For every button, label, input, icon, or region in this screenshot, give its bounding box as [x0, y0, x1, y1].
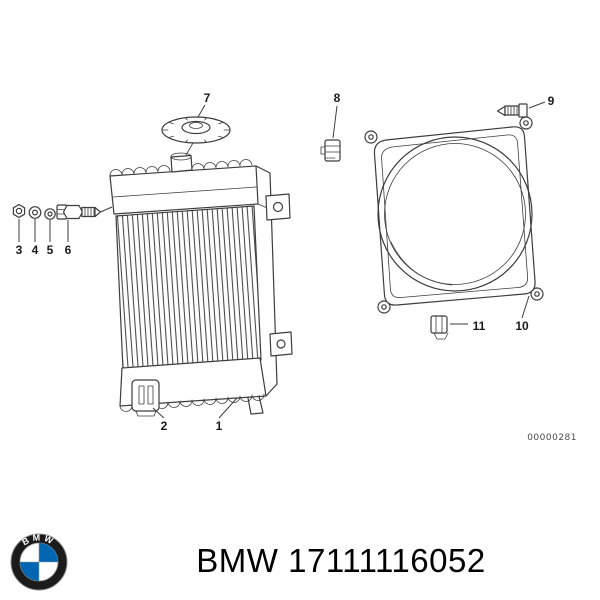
bracket-part-2	[131, 379, 160, 417]
bmw-logo-quadrant-blue	[39, 543, 58, 562]
radiator-drawing	[109, 152, 293, 415]
diagram-stamp: 00000281	[527, 433, 577, 443]
part-label-1: 1	[216, 419, 223, 433]
clip-part-8	[320, 139, 341, 162]
part-label-11: 11	[473, 319, 486, 333]
washer-part-5	[44, 208, 56, 220]
callout-leaders	[18, 101, 546, 419]
part-title: BMW 17111116052	[86, 542, 596, 580]
part-label-3: 3	[16, 243, 23, 257]
sensor-part-9	[496, 103, 528, 118]
part-label-5: 5	[47, 243, 54, 257]
part-label-7: 7	[204, 91, 211, 105]
nut-part-3	[12, 203, 26, 219]
part-number-text: 17111116052	[288, 542, 486, 580]
part-label-4: 4	[32, 243, 39, 257]
clip-part-11	[430, 315, 449, 340]
part-label-9: 9	[548, 94, 555, 108]
brand-text: BMW	[196, 542, 279, 580]
bmw-logo-dividers	[20, 543, 58, 581]
part-label-8: 8	[334, 91, 341, 105]
parts-diagram: 1 2 3 4 5 6 7 8 9 10 11 00000281	[12, 91, 577, 443]
washer-part-4	[28, 206, 42, 219]
part-footer: BMW BMW 17111116052	[0, 532, 600, 592]
bmw-logo: BMW	[10, 533, 68, 591]
part-label-10: 10	[515, 319, 529, 333]
radiator-cap-drawing	[161, 116, 231, 156]
fan-shroud-drawing	[364, 116, 544, 314]
bmw-logo-quadrant-blue	[20, 562, 39, 581]
temp-sensor-part-6	[56, 204, 113, 220]
part-label-6: 6	[65, 243, 72, 257]
part-label-2: 2	[161, 419, 168, 433]
